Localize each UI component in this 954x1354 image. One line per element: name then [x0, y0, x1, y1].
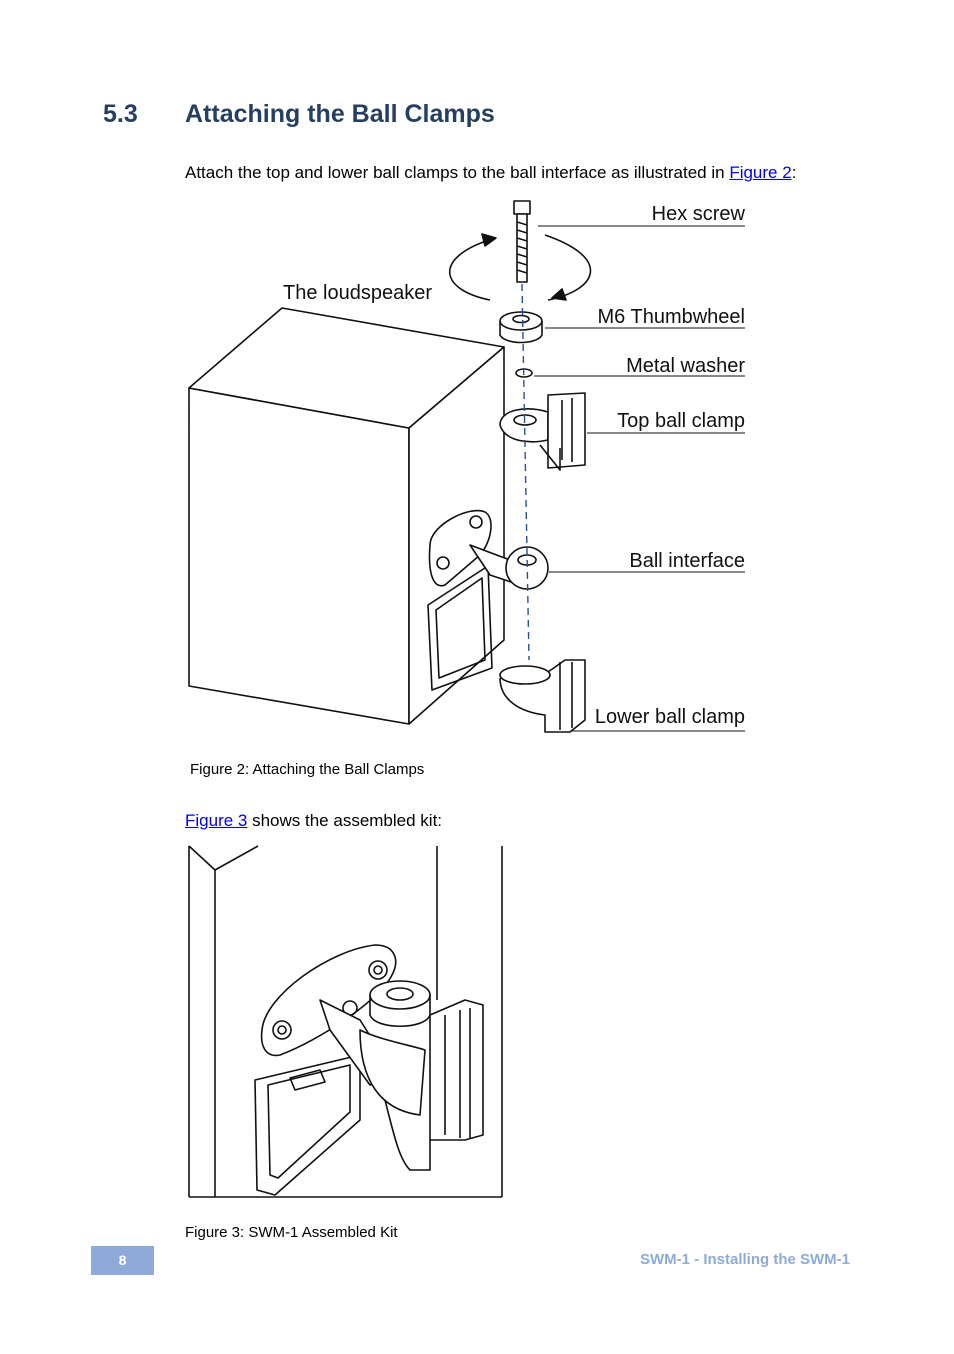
figure2-caption: Figure 2: Attaching the Ball Clamps [190, 761, 425, 778]
label-lower-clamp: Lower ball clamp [595, 706, 745, 728]
assembly-axis [521, 283, 530, 661]
hex-screw-part [513, 200, 531, 283]
rotation-arrows [449, 233, 592, 301]
intro-paragraph: Attach the top and lower ball clamps to … [185, 163, 796, 183]
intro-after: : [791, 163, 797, 182]
label-loudspeaker: The loudspeaker [283, 282, 432, 304]
lower-ball-clamp-part [499, 659, 586, 733]
label-top-clamp: Top ball clamp [617, 410, 745, 432]
second-paragraph: Figure 3 shows the assembled kit: [185, 811, 442, 831]
label-washer: Metal washer [626, 355, 745, 377]
wall-corner [188, 845, 503, 1198]
thumbwheel-part [499, 311, 543, 344]
top-ball-clamp-part [499, 392, 586, 471]
label-thumbwheel: M6 Thumbwheel [598, 306, 745, 328]
section-title: Attaching the Ball Clamps [185, 100, 495, 128]
assembled-clamp [359, 980, 484, 1171]
label-hex-screw: Hex screw [652, 203, 746, 225]
second-para-text: shows the assembled kit: [247, 811, 443, 830]
figure2-link[interactable]: Figure 2 [729, 163, 792, 182]
figure2-illustration: Hex screw The loudspeaker M6 Thumbwheel … [188, 200, 746, 733]
speaker-recess [254, 1054, 361, 1196]
label-ball-interface: Ball interface [629, 550, 745, 572]
label-leaders [534, 225, 745, 732]
intro-text: Attach the top and lower ball clamps to … [185, 163, 730, 182]
figure3-link[interactable]: Figure 3 [185, 811, 248, 830]
figure3-illustration [188, 845, 503, 1198]
section-number: 5.3 [103, 100, 138, 128]
page-number-badge: 8 [91, 1246, 154, 1275]
mount-plate [260, 944, 397, 1057]
section-heading: 5.3 Attaching the Ball Clamps [103, 100, 495, 129]
footer-title: SWM-1 - Installing the SWM-1 [640, 1251, 850, 1268]
figure3-caption: Figure 3: SWM-1 Assembled Kit [185, 1224, 398, 1241]
